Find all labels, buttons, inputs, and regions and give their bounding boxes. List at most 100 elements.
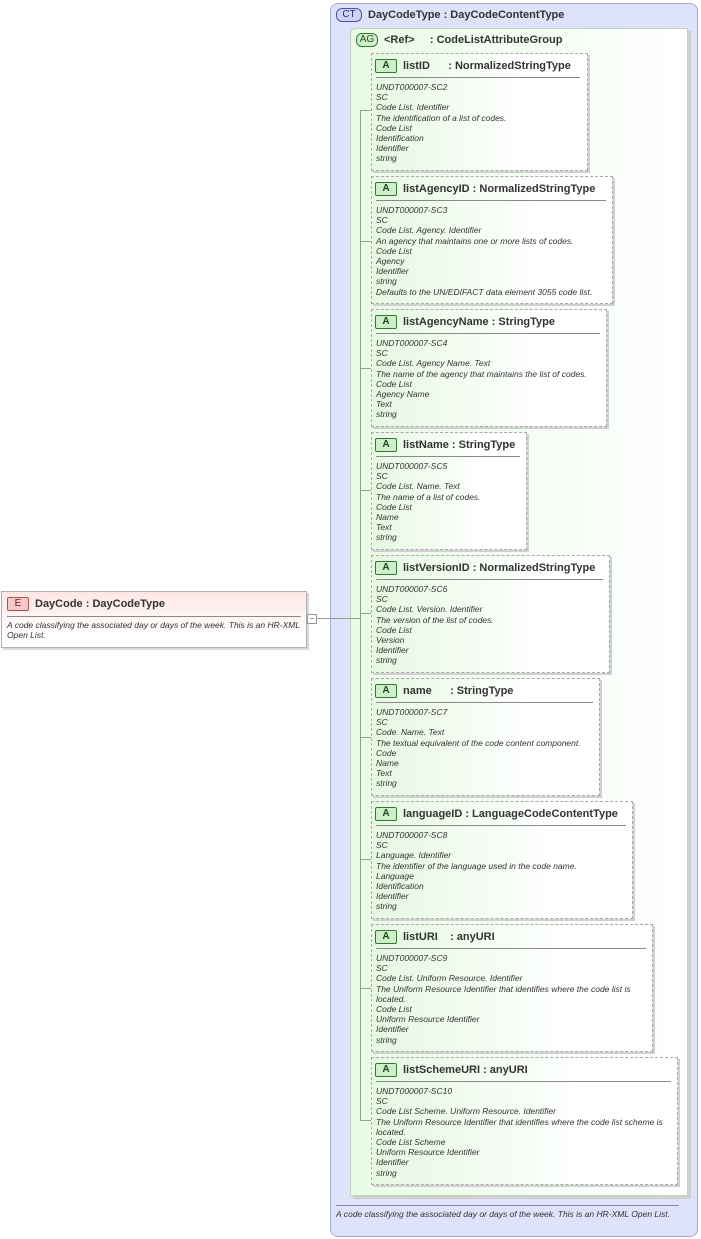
attribute-detail-line: The Uniform Resource Identifier that ide… [376, 1116, 663, 1137]
attribute-detail-line: SC [376, 92, 388, 103]
attribute-divider [376, 77, 580, 78]
attribute-detail-line: SC [376, 1096, 388, 1107]
tree-trunk-line [360, 110, 361, 1120]
element-title: DayCode : DayCodeType [35, 598, 165, 610]
attribute-divider [376, 825, 626, 826]
attribute-title: listAgencyID : NormalizedStringType [403, 183, 596, 195]
attribute-details: UNDT000007-SC10 SC Code List Scheme. Uni… [376, 1086, 674, 1178]
attribute-detail-line: UNDT000007-SC9 [376, 953, 448, 963]
attribute-detail-line: The textual equivalent of the code conte… [376, 737, 581, 748]
attribute-detail-line: Language. Identifier [376, 850, 452, 861]
attribute-detail-line: string [376, 901, 397, 912]
attribute-detail-line: UNDT000007-SC8 [376, 830, 448, 840]
tree-branch [360, 241, 371, 242]
complex-type-footer-description: A code classifying the associated day or… [336, 1209, 671, 1219]
attribute-detail-line: The version of the list of codes. [376, 614, 494, 625]
attribute-detail-line: Uniform Resource Identifier [376, 1014, 480, 1025]
attribute-detail-line: Code List [376, 501, 412, 512]
attribute-detail-line: Code List Scheme. Uniform Resource. Iden… [376, 1106, 556, 1117]
tree-branch [360, 490, 371, 491]
attribute-title: listAgencyName : StringType [403, 316, 555, 328]
complex-type-header: CT DayCodeType : DayCodeContentType [336, 8, 564, 22]
attribute-detail-line: Text [376, 768, 392, 779]
attribute-detail-line: Code List [376, 624, 412, 635]
attribute-detail-line: Code List [376, 122, 412, 133]
attribute-detail-line: SC [376, 594, 388, 605]
collapse-toggle-icon[interactable]: − [307, 614, 317, 624]
tree-branch [360, 737, 371, 738]
attribute-divider [376, 1081, 671, 1082]
connector-line [316, 618, 330, 619]
attribute-detail-line: Defaults to the UN/EDIFACT data element … [376, 286, 593, 297]
attribute-detail-line: string [376, 1034, 397, 1045]
attribute-detail-line: Identifier [376, 1157, 409, 1168]
attribute-badge-icon: A [375, 930, 397, 944]
attribute-detail-line: SC [376, 215, 388, 226]
element-description: A code classifying the associated day or… [7, 620, 300, 640]
attribute-details: UNDT000007-SC3 SC Code List. Agency. Ide… [376, 205, 592, 297]
attribute-divider [376, 702, 593, 703]
attribute-detail-line: Identification [376, 133, 424, 144]
attribute-detail-line: UNDT000007-SC7 [376, 707, 448, 717]
attribute-detail-line: UNDT000007-SC3 [376, 205, 448, 215]
attribute-detail-line: SC [376, 963, 388, 974]
attribute-group-header: AG <Ref> : CodeListAttributeGroup [356, 33, 562, 47]
attribute-detail-line: Code List. Version. Identifier [376, 604, 483, 615]
attribute-badge-icon: A [375, 684, 397, 698]
attribute-divider [376, 333, 600, 334]
attribute-divider [376, 579, 603, 580]
tree-branch [360, 988, 371, 989]
attribute-detail-line: Version [376, 635, 405, 646]
attribute-title: name : StringType [403, 685, 514, 697]
tree-branch [360, 368, 371, 369]
attribute-detail-line: The identification of a list of codes. [376, 112, 507, 123]
element-header: E DayCode : DayCodeType [7, 597, 165, 611]
attribute-group-badge-icon: AG [356, 33, 378, 47]
attribute-badge-icon: A [375, 59, 397, 73]
attribute-detail-line: The name of a list of codes. [376, 491, 481, 502]
attribute-detail-line: Identifier [376, 266, 409, 277]
attribute-detail-line: Code List [376, 1004, 412, 1015]
tree-root-branch [330, 618, 361, 619]
attribute-badge-icon: A [375, 1063, 397, 1077]
attribute-detail-line: Text [376, 399, 392, 410]
attribute-detail-line: Identifier [376, 891, 409, 902]
attribute-details: UNDT000007-SC5 SC Code List. Name. Text … [376, 461, 480, 543]
attribute-detail-line: UNDT000007-SC4 [376, 338, 448, 348]
attribute-detail-line: UNDT000007-SC6 [376, 584, 448, 594]
attribute-detail-line: UNDT000007-SC5 [376, 461, 448, 471]
attribute-detail-line: Code List. Identifier [376, 102, 450, 113]
attribute-detail-line: Agency [376, 256, 405, 267]
attribute-detail-line: Identification [376, 881, 424, 892]
attribute-detail-line: Agency Name [376, 389, 430, 400]
attribute-details: UNDT000007-SC9 SC Code List. Uniform Res… [376, 953, 650, 1045]
attribute-detail-line: Code. Name. Text [376, 727, 445, 738]
attribute-title: listVersionID : NormalizedStringType [403, 562, 596, 574]
complex-type-badge-icon: CT [336, 8, 362, 22]
attribute-detail-line: The Uniform Resource Identifier that ide… [376, 983, 631, 1004]
attribute-detail-line: Code List. Name. Text [376, 481, 460, 492]
attribute-detail-line: UNDT000007-SC2 [376, 82, 448, 92]
attribute-detail-line: Text [376, 522, 392, 533]
attribute-detail-line: Uniform Resource Identifier [376, 1147, 480, 1158]
attribute-title: languageID : LanguageCodeContentType [403, 808, 618, 820]
attribute-detail-line: UNDT000007-SC10 [376, 1086, 453, 1096]
attribute-detail-line: Identifier [376, 1024, 409, 1035]
attribute-detail-line: Identifier [376, 143, 409, 154]
attribute-detail-line: string [376, 1167, 397, 1178]
attribute-detail-line: SC [376, 840, 388, 851]
attribute-detail-line: string [376, 409, 397, 420]
element-daycode-box[interactable]: E DayCode : DayCodeType A code classifyi… [1, 591, 307, 648]
attribute-detail-line: The name of the agency that maintains th… [376, 368, 587, 379]
attribute-badge-icon: A [375, 561, 397, 575]
attribute-detail-line: string [376, 276, 397, 287]
